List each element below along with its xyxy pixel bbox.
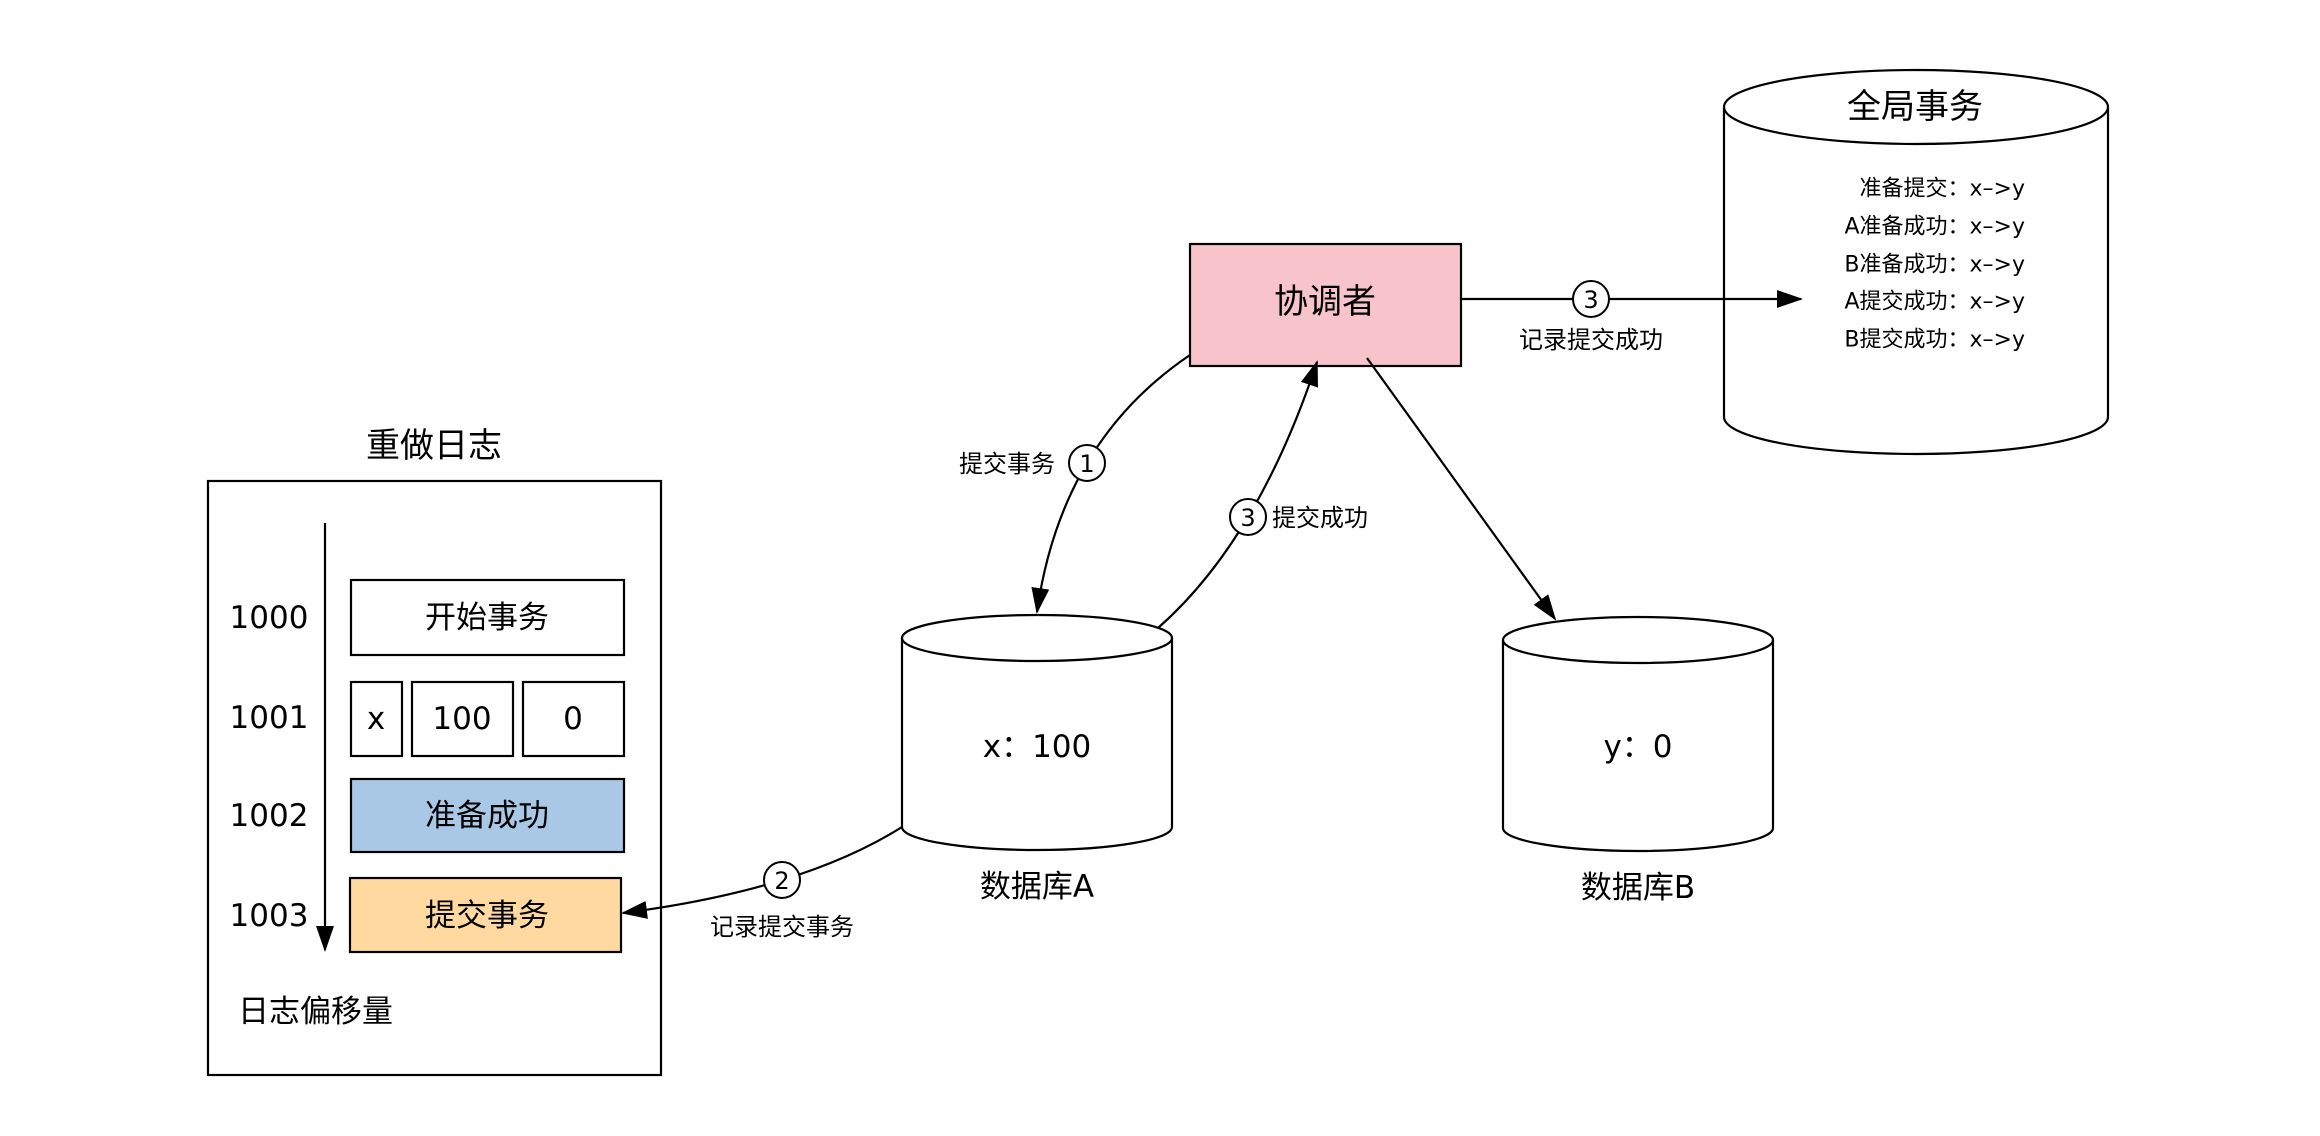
step-number: 1 xyxy=(1079,450,1094,478)
edge-record-commit-transaction: 2 记录提交事务 xyxy=(621,826,903,941)
global-tx-entry: A准备成功：x–>y xyxy=(1844,215,2025,240)
step-badge xyxy=(1068,444,1106,482)
log-entry-text: 开始事务 xyxy=(425,600,549,636)
log-cell-old-value xyxy=(410,680,515,758)
edge-commit-success-line xyxy=(1157,360,1319,629)
global-transaction-store: 全局事务 准备提交：x–>y A准备成功：x–>y B准备成功：x–>y A提交… xyxy=(1722,68,2110,456)
log-row-1003: 1003 提交事务 xyxy=(230,876,623,954)
global-tx-title: 全局事务 xyxy=(1847,87,1983,127)
coordinator-box xyxy=(1188,242,1463,368)
database-a-content: x：100 xyxy=(983,729,1092,765)
edge-commit-transaction-line xyxy=(1031,354,1191,614)
coordinator-label: 协调者 xyxy=(1274,282,1376,322)
global-tx-entry: A提交成功：x–>y xyxy=(1844,290,2025,315)
database-b-content: y：0 xyxy=(1603,729,1672,765)
step-badge xyxy=(1572,280,1610,318)
edge-record-commit-success: 3 记录提交成功 xyxy=(1461,280,1803,354)
edge-commit-success: 3 提交成功 xyxy=(1157,360,1368,629)
edge-label: 提交事务 xyxy=(959,450,1055,478)
log-cell-new-value xyxy=(521,680,626,758)
log-row-1000: 1000 开始事务 xyxy=(230,578,626,657)
log-offset: 1002 xyxy=(230,798,309,834)
log-entry-text: 准备成功 xyxy=(425,798,549,834)
step-number: 3 xyxy=(1240,504,1255,532)
coordinator-node: 协调者 xyxy=(1188,242,1463,368)
edge-commit-transaction: 1 提交事务 xyxy=(959,354,1191,614)
step-badge xyxy=(763,861,801,899)
global-tx-entry: 准备提交：x–>y xyxy=(1860,177,2025,202)
database-b-cylinder-body xyxy=(1501,615,1775,853)
log-row-1002: 1002 准备成功 xyxy=(230,777,626,854)
redo-log-panel: 重做日志 日志偏移量 1000 开始事务 1001 x 100 0 1002 准… xyxy=(206,426,663,1077)
redo-log-title: 重做日志 xyxy=(366,426,502,466)
log-cell-new-value-text: 0 xyxy=(563,701,583,737)
step-number: 2 xyxy=(774,867,789,895)
edge-record-commit-transaction-line xyxy=(621,826,903,919)
database-a-name: 数据库A xyxy=(980,869,1094,905)
offset-axis-label: 日志偏移量 xyxy=(238,994,393,1030)
database-b-cylinder-rim xyxy=(1501,639,1775,665)
step-badge xyxy=(1229,498,1267,536)
edge-label: 记录提交成功 xyxy=(1519,326,1663,354)
database-a-cylinder-rim xyxy=(900,637,1174,663)
log-entry-box xyxy=(349,777,626,854)
log-cell-old-value-text: 100 xyxy=(432,701,491,737)
log-offset: 1000 xyxy=(230,600,309,636)
log-offset: 1001 xyxy=(230,700,309,736)
database-a: x：100 数据库A xyxy=(900,613,1174,905)
database-b: y：0 数据库B xyxy=(1501,615,1775,906)
log-cell-key-text: x xyxy=(367,701,385,737)
global-tx-entry: B准备成功：x–>y xyxy=(1844,253,2025,278)
edge-coordinator-to-db-b xyxy=(1366,357,1557,621)
log-offset: 1003 xyxy=(230,898,309,934)
database-a-cylinder-body xyxy=(900,613,1174,852)
database-b-name: 数据库B xyxy=(1581,870,1695,906)
log-row-1001: 1001 x 100 0 xyxy=(230,680,626,758)
global-tx-cylinder-rim xyxy=(1722,106,2110,146)
step-number: 3 xyxy=(1583,286,1598,314)
log-entry-box xyxy=(348,876,623,954)
log-entry-box xyxy=(349,578,626,657)
global-tx-cylinder-body xyxy=(1722,68,2110,456)
edge-label: 提交成功 xyxy=(1272,504,1368,532)
edge-coordinator-to-db-b-line xyxy=(1366,357,1557,621)
log-entry-text: 提交事务 xyxy=(425,898,549,934)
edge-label: 记录提交事务 xyxy=(710,913,854,941)
log-cell-key xyxy=(349,680,404,758)
global-tx-entry: B提交成功：x–>y xyxy=(1844,328,2025,353)
